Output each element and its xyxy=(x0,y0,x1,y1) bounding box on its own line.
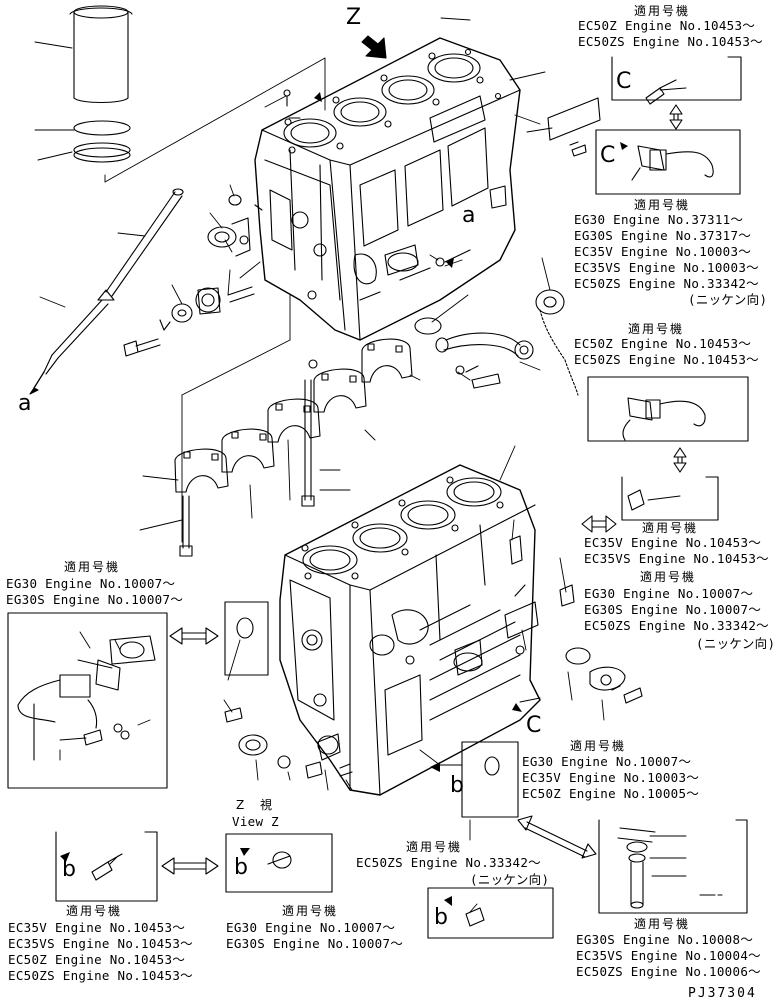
view-z-arrow xyxy=(361,35,387,59)
note-bottom-left-line2: EC35VS Engine No.10453～ xyxy=(8,936,193,951)
note-bottom-left-line4: EC50ZS Engine No.10453～ xyxy=(8,968,193,983)
arrow-symbol-top xyxy=(669,104,683,130)
note-top-right-line2: EC50ZS Engine No.10453～ xyxy=(578,34,763,49)
note-heading-bottom-right: 適用号機 xyxy=(634,917,691,931)
note-heading-top-right: 適用号機 xyxy=(634,4,691,18)
note-center-lower-line2: EC35V Engine No.10003～ xyxy=(522,770,700,785)
note-bottom-mid-line1: EG30 Engine No.10007～ xyxy=(226,920,396,935)
leader-lines xyxy=(34,17,687,913)
note-right-lower2-line1: EG30 Engine No.10007～ xyxy=(584,586,754,601)
note-center-bottom-line2: (ニッケン向) xyxy=(470,872,550,887)
note-right-mid2-line1: EC50Z Engine No.10453～ xyxy=(574,336,752,351)
reference-arrowheads xyxy=(60,92,628,906)
note-heading-center-lower: 適用号機 xyxy=(570,739,627,753)
note-bottom-right-line1: EG30S Engine No.10008～ xyxy=(576,932,754,947)
drain-plug-parts xyxy=(207,89,291,257)
note-top-right-line1: EC50Z Engine No.10453～ xyxy=(578,18,756,33)
note-right-lower2-line2: EG30S Engine No.10007～ xyxy=(584,602,762,617)
note-heading-right-mid: 適用号機 xyxy=(634,198,691,212)
note-right-mid-line2: EG30S Engine No.37317～ xyxy=(574,228,752,243)
inset-box-pipe-assembly xyxy=(598,819,748,914)
ref-letter-b-view-z: b xyxy=(234,855,248,880)
note-left-mid-line1: EG30 Engine No.10007～ xyxy=(6,576,176,591)
ref-letter-c-lower: C xyxy=(526,713,542,738)
note-right-lower2-line4: (ニッケン向) xyxy=(696,636,776,651)
inset-box-left-switch xyxy=(7,612,168,789)
note-bottom-mid-line2: EG30S Engine No.10007～ xyxy=(226,936,404,951)
note-right-mid-line4: EC35VS Engine No.10003～ xyxy=(574,260,759,275)
arrow-symbol-left xyxy=(169,627,219,645)
cylinder-liner xyxy=(69,5,133,104)
ref-letter-a-top: a xyxy=(462,203,476,228)
cylinder-block-upper xyxy=(254,37,521,341)
ref-letter-b-bottom: b xyxy=(434,905,448,930)
inset-box-plug-left xyxy=(224,601,269,676)
note-center-lower-line1: EG30 Engine No.10007～ xyxy=(522,754,692,769)
ref-letter-c-switch: C xyxy=(600,143,616,168)
note-bottom-right-line3: EC50ZS Engine No.10006～ xyxy=(576,964,761,979)
note-right-mid2-line2: EC50ZS Engine No.10453～ xyxy=(574,352,759,367)
note-right-mid-line6: (ニッケン向) xyxy=(688,292,768,307)
liner-o-rings xyxy=(73,120,131,163)
inset-box-c-switch xyxy=(595,129,741,195)
inset-box-b-view-z xyxy=(225,833,333,893)
note-center-lower-line3: EC50Z Engine No.10005～ xyxy=(522,786,700,801)
note-heading-left-mid: 適用号機 xyxy=(64,560,121,574)
ref-letter-c-top: C xyxy=(616,69,632,94)
note-right-mid-line3: EC35V Engine No.10003～ xyxy=(574,244,752,259)
note-right-lower-line1: EC35V Engine No.10453～ xyxy=(584,535,762,550)
view-z-letter: Z xyxy=(346,5,362,30)
lower-small-parts xyxy=(224,584,643,779)
note-bottom-right-line2: EC35VS Engine No.10004～ xyxy=(576,948,761,963)
note-center-bottom-line1: EC50ZS Engine No.33342～ xyxy=(356,855,541,870)
note-left-mid-line2: EG30S Engine No.10007～ xyxy=(6,592,184,607)
note-heading-right-lower2: 適用号機 xyxy=(640,570,697,584)
cover-plate xyxy=(547,97,601,157)
note-right-mid-line5: EC50ZS Engine No.33342～ xyxy=(574,276,759,291)
ref-letter-a-left: a xyxy=(18,391,32,416)
dipstick xyxy=(29,188,184,395)
oil-filler-pipe xyxy=(387,252,579,396)
drawing-number: PJ37304 xyxy=(688,986,757,1001)
note-right-mid-line1: EG30 Engine No.37311～ xyxy=(574,212,744,227)
note-heading-center-bottom: 適用号機 xyxy=(406,840,463,854)
inset-box-switch-mid xyxy=(587,376,749,442)
arrow-symbol-diagonal xyxy=(517,815,597,859)
inset-box-b-left xyxy=(55,831,158,902)
note-bottom-left-line3: EC50Z Engine No.10453～ xyxy=(8,952,186,967)
note-bottom-left-line1: EC35V Engine No.10453～ xyxy=(8,920,186,935)
view-z-label-en: View Z xyxy=(232,814,279,829)
view-z-label-jp: Z 視 xyxy=(236,798,279,812)
note-heading-bottom-mid: 適用号機 xyxy=(282,904,339,918)
inset-box-b-center xyxy=(461,741,519,818)
inset-box-b-bottom xyxy=(427,887,554,939)
inset-box-c-top xyxy=(611,56,742,105)
note-right-lower-line2: EC35VS Engine No.10453～ xyxy=(584,551,769,566)
arrow-symbol-bottom-left xyxy=(161,857,219,875)
note-heading-right-mid2: 適用号機 xyxy=(628,322,685,336)
plug-washer-bolt xyxy=(123,286,317,357)
main-bearing-caps xyxy=(174,338,413,557)
ref-letter-b-left: b xyxy=(62,857,76,882)
note-heading-bottom-left: 適用号機 xyxy=(66,904,123,918)
note-right-lower2-line3: EC50ZS Engine No.33342～ xyxy=(584,618,769,633)
arrow-symbol-mid xyxy=(673,447,687,473)
cylinder-block-lower xyxy=(279,464,541,796)
inset-box-plug xyxy=(621,476,719,521)
ref-letter-b-center: b xyxy=(450,773,464,798)
arrow-symbol-right xyxy=(581,515,617,533)
note-heading-right-lower: 適用号機 xyxy=(642,521,699,535)
